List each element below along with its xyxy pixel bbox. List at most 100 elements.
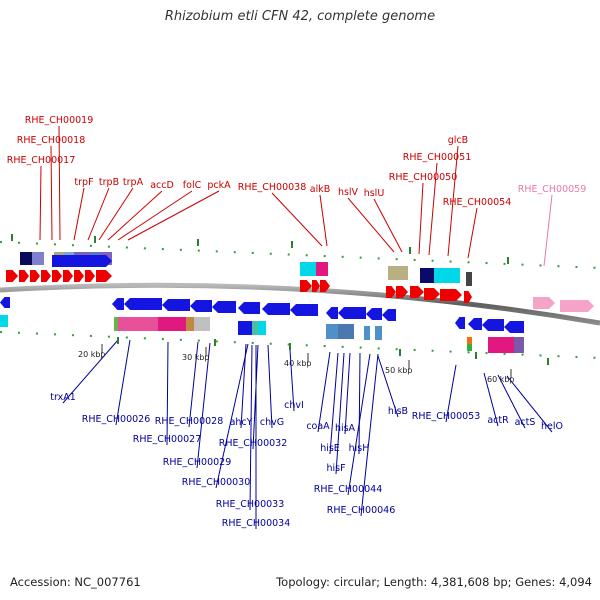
red-gene-arrow (410, 286, 424, 298)
top-gene-label: trpA (123, 177, 144, 188)
genome-summary-text: Topology: circular; Length: 4,381,608 bp… (276, 575, 592, 589)
red-gene-arrow (386, 286, 396, 298)
leader-line (428, 162, 438, 256)
bottom-gene-label: RHE_CH00044 (314, 484, 383, 495)
top-gene-label: RHE_CH00054 (443, 197, 512, 208)
leader-line (39, 165, 42, 241)
bottom-gene-label: RHE_CH00029 (163, 457, 232, 468)
red-gene-arrow (300, 280, 312, 292)
top-gene-label: accD (150, 180, 174, 191)
blue-gene-arrow (382, 309, 396, 321)
top-gene-label: trpB (99, 177, 119, 188)
scale-label: 60 kbp (487, 375, 515, 384)
blue-gene-arrow (162, 299, 190, 311)
feature-box (316, 262, 328, 276)
scale-label: 20 kbp (78, 350, 106, 359)
top-gene-label: alkB (310, 184, 330, 195)
scale-label: 30 kbp (182, 353, 210, 362)
feature-box (467, 344, 472, 351)
leader-line (506, 375, 553, 433)
feature-box (434, 268, 460, 283)
leader-line (166, 341, 169, 446)
top-gene-label: glcB (448, 135, 468, 146)
leader-line (62, 339, 119, 404)
leader-line (115, 339, 131, 426)
bottom-gene-label: coaA (306, 421, 330, 432)
top-gene-label: hslV (338, 187, 359, 198)
blue-gene-arrow (468, 318, 482, 330)
leader-line (240, 343, 247, 429)
feature-box (186, 317, 194, 331)
bottom-gene-label: chvI (284, 400, 304, 411)
feature-box (420, 268, 434, 283)
bottom-gene-label: hisA (335, 423, 356, 434)
leader-line (319, 194, 328, 247)
leader-line (358, 352, 361, 455)
feature-box (364, 326, 370, 340)
top-gene-label: RHE_CH00018 (17, 135, 86, 146)
red-gene-arrow (6, 270, 18, 282)
leader-line (117, 190, 193, 241)
bottom-gene-label: hisE (320, 443, 340, 454)
leader-line (127, 190, 220, 241)
bottom-gene-label: RHE_CH00053 (412, 411, 481, 422)
red-gene-arrow (41, 270, 51, 282)
feature-box (118, 317, 158, 331)
leader-line (360, 353, 379, 517)
red-gene-arrow (63, 270, 73, 282)
feature-box (338, 324, 354, 339)
feature-box (194, 317, 210, 331)
leader-line (215, 343, 249, 489)
top-gene-label: RHE_CH00050 (389, 172, 458, 183)
gene-arrow (52, 255, 112, 267)
top-gene-label: trpF (74, 177, 93, 188)
leader-line (58, 125, 61, 241)
blue-gene-arrow (212, 301, 236, 313)
feature-box (388, 266, 408, 280)
leader-line (347, 353, 371, 496)
leader-line (335, 352, 345, 475)
bottom-gene-label: RHE_CH00027 (133, 434, 202, 445)
blue-gene-arrow (124, 298, 162, 310)
bottom-gene-label: RHE_CH00026 (82, 414, 151, 425)
top-gene-label: RHE_CH00019 (25, 115, 94, 126)
leader-line (543, 194, 553, 267)
red-gene-arrow (312, 280, 320, 292)
scale-label: 50 kbp (385, 366, 413, 375)
bottom-gene-label: RHE_CH00033 (216, 499, 285, 510)
leader-line (249, 344, 253, 511)
top-gene-label: RHE_CH00051 (403, 152, 472, 163)
feature-box (238, 321, 252, 335)
bottom-gene-label: helO (541, 421, 563, 432)
leader-line (107, 190, 163, 241)
pink-gene-arrow (533, 297, 555, 309)
bottom-gene-label: RHE_CH00034 (222, 518, 291, 529)
blue-gene-arrow (0, 297, 10, 308)
blue-gene-arrow (290, 304, 318, 316)
leader-line (98, 187, 134, 241)
blue-gene-arrow (455, 317, 465, 329)
bottom-gene-label: actR (487, 415, 509, 426)
feature-box (467, 337, 472, 344)
leader-line (73, 187, 85, 241)
scale-label: 40 kbp (284, 359, 312, 368)
bottom-gene-label: trxA1 (50, 392, 76, 403)
leader-line (317, 351, 331, 433)
feature-box (514, 337, 524, 353)
blue-gene-arrow (338, 307, 366, 319)
leader-line (267, 344, 273, 429)
red-gene-arrow (74, 270, 84, 282)
leader-line (289, 349, 295, 412)
bottom-gene-label: RHE_CH00046 (327, 505, 396, 516)
leader-line (50, 145, 53, 241)
leader-line (87, 187, 110, 241)
red-gene-arrow (19, 270, 29, 282)
top-gene-label: RHE_CH00038 (238, 182, 307, 193)
blue-gene-arrow (238, 302, 260, 314)
blue-gene-arrow (190, 300, 212, 312)
feature-box (20, 252, 32, 265)
blue-gene-arrow (262, 303, 290, 315)
red-gene-arrow (440, 289, 462, 301)
red-gene-arrow (96, 270, 112, 282)
